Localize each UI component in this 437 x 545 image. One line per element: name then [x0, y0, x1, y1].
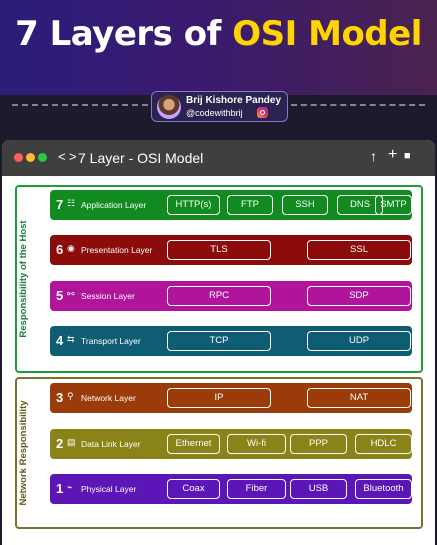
protocol-tag: HDLC: [355, 434, 412, 454]
close-window-button[interactable]: [14, 153, 23, 162]
protocol-tag: TLS: [167, 240, 271, 260]
layer-name: Presentation Layer: [81, 245, 153, 255]
title-part-yellow: OSI Model: [232, 14, 422, 54]
network-group-label: Network Responsibility: [18, 400, 29, 506]
protocol-tag: IP: [167, 388, 271, 408]
maximize-window-button[interactable]: [38, 153, 47, 162]
layer-icon: ⌁: [67, 482, 73, 492]
protocol-tag: HTTP(s): [167, 195, 220, 215]
avatar: [157, 95, 181, 119]
share-icon[interactable]: ↑: [370, 148, 377, 164]
layer-icon: ▤: [67, 437, 76, 447]
protocol-tag: Ethernet: [167, 434, 220, 454]
layer-row: 3⚲ Network Layer IP NAT: [50, 383, 412, 413]
protocol-tag: FTP: [227, 195, 273, 215]
layer-name: Network Layer: [81, 393, 136, 403]
window-title: 7 Layer - OSI Model: [78, 150, 204, 166]
protocol-tag: Coax: [167, 479, 220, 499]
protocol-tag: SDP: [307, 286, 411, 306]
layer-icon: ◉: [67, 243, 75, 253]
protocol-tag: USB: [290, 479, 347, 499]
layer-name: Physical Layer: [81, 484, 137, 494]
author-handle: @codewithbrij: [186, 108, 243, 118]
layer-name: Transport Layer: [81, 336, 141, 346]
layer-number: 3: [56, 390, 64, 405]
author-name: Brij Kishore Pandey: [186, 95, 282, 106]
layer-icon: ⚯: [67, 289, 75, 299]
protocol-tag: SSL: [307, 240, 411, 260]
protocol-tag: SMTP: [375, 195, 412, 215]
host-group-label: Responsibility of the Host: [18, 220, 29, 338]
protocol-tag: NAT: [307, 388, 411, 408]
layer-number: 6: [56, 242, 64, 257]
protocol-tag: UDP: [307, 331, 411, 351]
app-window: < > 7 Layer - OSI Model ↑ + ■ Responsibi…: [2, 140, 435, 545]
title-part-white: 7 Layers of: [15, 14, 233, 54]
protocol-tag: PPP: [290, 434, 347, 454]
layer-icon: ⚲: [67, 391, 74, 401]
page-title: 7 Layers of OSI Model: [0, 14, 437, 54]
layer-number: 5: [56, 288, 64, 303]
protocol-tag: TCP: [167, 331, 271, 351]
layer-number: 4: [56, 333, 64, 348]
protocol-tag: Bluetooth: [355, 479, 412, 499]
protocol-tag: SSH: [282, 195, 328, 215]
layer-name: Application Layer: [81, 200, 147, 210]
protocol-tag: Wi-fi: [227, 434, 286, 454]
host-responsibility-group: Responsibility of the Host: [15, 185, 423, 373]
layer-name: Data Link Layer: [81, 439, 141, 449]
instagram-icon: [257, 107, 268, 118]
protocol-tag: Fiber: [227, 479, 286, 499]
layer-icon: ☷: [67, 198, 76, 208]
header-banner: 7 Layers of OSI Model: [0, 0, 437, 95]
divider-left: [12, 104, 148, 106]
forward-icon[interactable]: >: [69, 149, 77, 164]
protocol-tag: DNS: [337, 195, 383, 215]
divider-right: [291, 104, 425, 106]
layer-number: 1: [56, 481, 64, 496]
layer-icon: ⇆: [67, 334, 75, 344]
tabs-icon[interactable]: ■: [404, 150, 411, 162]
protocol-tag: RPC: [167, 286, 271, 306]
layer-name: Session Layer: [81, 291, 135, 301]
layer-row: 4⇆ Transport Layer TCP UDP: [50, 326, 412, 356]
layer-number: 2: [56, 436, 64, 451]
add-icon[interactable]: +: [388, 146, 398, 163]
layer-row: 6◉ Presentation Layer TLS SSL: [50, 235, 412, 265]
back-icon[interactable]: <: [58, 149, 66, 164]
window-titlebar: < > 7 Layer - OSI Model ↑ + ■: [2, 140, 435, 176]
layer-number: 7: [56, 197, 64, 212]
layer-row: 5⚯ Session Layer RPC SDP: [50, 281, 412, 311]
author-badge: Brij Kishore Pandey @codewithbrij: [151, 91, 288, 122]
network-responsibility-group: Network Responsibility: [15, 377, 423, 529]
minimize-window-button[interactable]: [26, 153, 35, 162]
